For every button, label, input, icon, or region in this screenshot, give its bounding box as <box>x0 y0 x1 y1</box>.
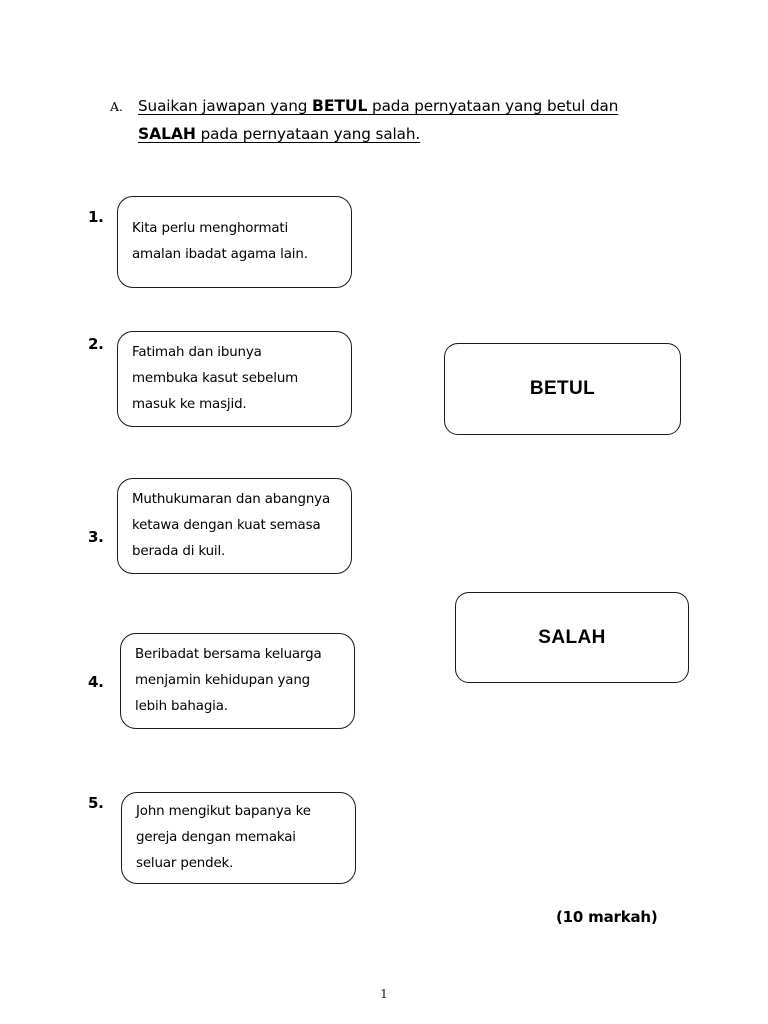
statement-1-line-1: Kita perlu menghormati <box>132 221 289 236</box>
statement-1-line-2: amalan ibadat agama lain. <box>132 247 308 262</box>
statement-number-3: 3. <box>88 528 104 546</box>
instruction-keyword-salah: SALAH <box>138 125 196 143</box>
statement-number-5: 5. <box>88 794 104 812</box>
statement-box-2[interactable]: Fatimah dan ibunya membuka kasut sebelum… <box>117 331 352 427</box>
answer-box-betul[interactable]: BETUL <box>444 343 681 435</box>
statement-2-line-1: Fatimah dan ibunya <box>132 345 262 360</box>
statement-text-3: Muthukumaran dan abangnya ketawa dengan … <box>132 487 343 565</box>
section-letter: A. <box>110 99 124 114</box>
instruction-keyword-betul: BETUL <box>312 97 368 115</box>
statement-number-2: 2. <box>88 335 104 353</box>
answer-label-salah: SALAH <box>538 626 606 648</box>
statement-text-5: John mengikut bapanya ke gereja dengan m… <box>136 799 347 877</box>
instruction-line1-part2: pada pernyataan yang betul dan <box>367 97 619 115</box>
statement-number-4: 4. <box>88 673 104 691</box>
statement-box-5[interactable]: John mengikut bapanya ke gereja dengan m… <box>121 792 356 884</box>
statement-5-line-2: gereja dengan memakai <box>136 830 296 845</box>
statement-number-1: 1. <box>88 208 104 226</box>
statement-text-1: Kita perlu menghormati amalan ibadat aga… <box>132 216 343 268</box>
statement-3-line-3: berada di kuil. <box>132 544 226 559</box>
statement-text-2: Fatimah dan ibunya membuka kasut sebelum… <box>132 340 343 418</box>
answer-label-betul: BETUL <box>529 378 596 399</box>
statement-box-3[interactable]: Muthukumaran dan abangnya ketawa dengan … <box>117 478 352 574</box>
instruction-line1-part1: Suaikan jawapan yang <box>138 97 313 115</box>
instruction-text: Suaikan jawapan yang BETUL pada pernyata… <box>138 92 670 148</box>
statement-4-line-2: menjamin kehidupan yang <box>135 673 311 688</box>
instruction-line2-rest: pada pernyataan yang salah. <box>195 125 421 143</box>
statement-box-4[interactable]: Beribadat bersama keluarga menjamin kehi… <box>120 633 355 729</box>
page-number: 1 <box>380 986 388 1001</box>
instruction-block: A. Suaikan jawapan yang BETUL pada perny… <box>110 92 670 148</box>
statement-2-line-2: membuka kasut sebelum <box>132 371 299 386</box>
statement-3-line-1: Muthukumaran dan abangnya <box>132 492 331 507</box>
answer-box-salah[interactable]: SALAH <box>455 592 689 683</box>
statement-5-line-3: seluar pendek. <box>136 856 234 871</box>
statement-text-4: Beribadat bersama keluarga menjamin kehi… <box>135 642 346 720</box>
marks-label: (10 markah) <box>556 908 658 926</box>
statement-4-line-3: lebih bahagia. <box>135 699 228 714</box>
instruction-line-2: SALAH pada pernyataan yang salah. <box>138 120 670 148</box>
statement-5-line-1: John mengikut bapanya ke <box>136 804 311 819</box>
statement-box-1[interactable]: Kita perlu menghormati amalan ibadat aga… <box>117 196 352 288</box>
instruction-line-1: Suaikan jawapan yang BETUL pada pernyata… <box>138 92 670 120</box>
statement-2-line-3: masuk ke masjid. <box>132 397 247 412</box>
statement-4-line-1: Beribadat bersama keluarga <box>135 647 322 662</box>
statement-3-line-2: ketawa dengan kuat semasa <box>132 518 321 533</box>
